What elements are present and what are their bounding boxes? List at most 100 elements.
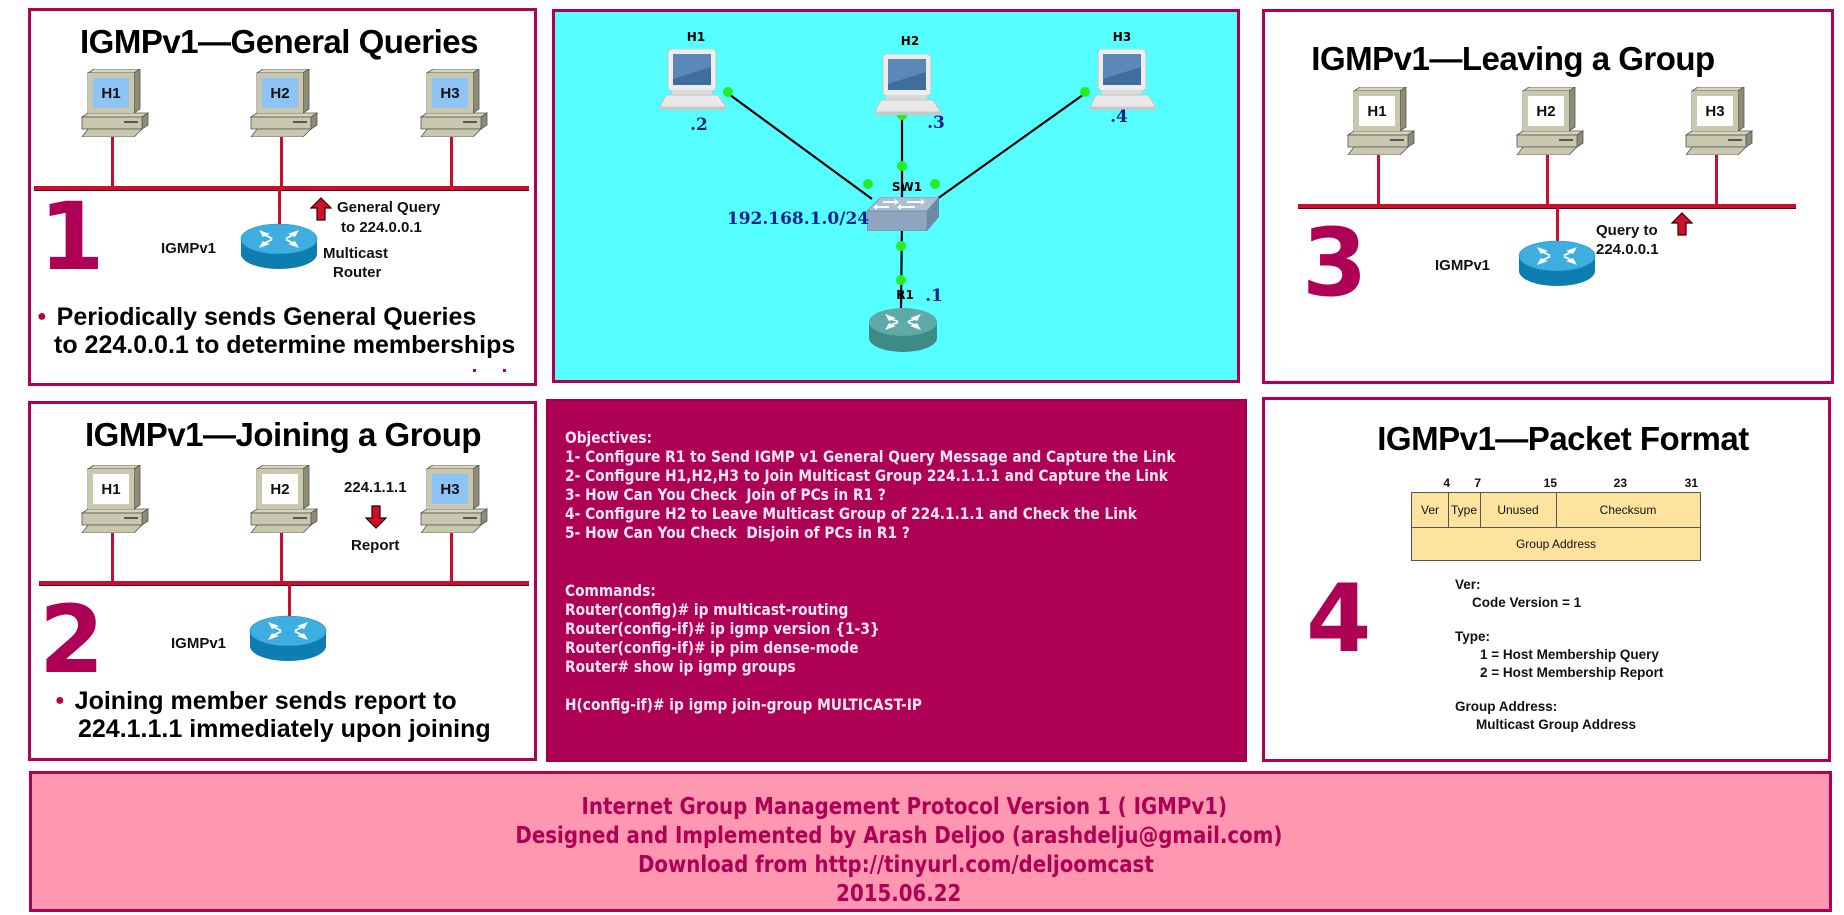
router-icon — [1517, 239, 1597, 289]
lan-bus — [34, 186, 529, 191]
router-icon — [239, 222, 319, 272]
type-description: 2 = Host Membership Report — [1480, 665, 1664, 680]
host-h2: H2 — [249, 465, 319, 533]
clipped-marks — [473, 369, 476, 372]
host-screen-label: H1 — [1354, 91, 1400, 131]
step-number: 3 — [1302, 209, 1368, 318]
report-label: Report — [351, 537, 400, 554]
host-screen-label: H2 — [257, 469, 303, 509]
host-screen-label: H3 — [427, 469, 473, 509]
host-drop-line — [1715, 155, 1718, 205]
objectives-heading: Objectives: — [565, 428, 653, 447]
step-number: 1 — [39, 183, 105, 292]
footer-text: Designed and Implemented by Arash Deljoo… — [515, 823, 1282, 849]
gns-router-icon[interactable] — [868, 306, 938, 354]
host-drop-line — [450, 137, 453, 187]
down-arrow-icon — [365, 505, 387, 529]
port-dot — [863, 179, 873, 189]
row-divider — [1412, 527, 1700, 528]
host-ip-label: .4 — [1110, 107, 1128, 127]
field-unused: Unused — [1497, 503, 1539, 517]
laptop-icon-h3[interactable] — [1090, 49, 1156, 111]
command-item: Router# show ip igmp groups — [565, 657, 796, 676]
host-ip-label: .2 — [690, 115, 708, 135]
router-caption: Router — [333, 264, 382, 281]
router-protocol-label: IGMPv1 — [1435, 257, 1491, 274]
footer-link[interactable]: Download from http://tinyurl.com/deljoom… — [637, 852, 1154, 878]
port-dot — [897, 161, 907, 171]
objective-item: 3- How Can You Check Join of PCs in R1 ? — [565, 485, 886, 504]
command-spacer — [565, 676, 922, 695]
router-drop-line — [1556, 208, 1559, 244]
bullet-dot: ● — [55, 692, 65, 709]
topology-links — [723, 87, 1090, 309]
switch-icon[interactable] — [867, 197, 939, 231]
host-h3: H3 — [1684, 87, 1754, 155]
host-name-label: H3 — [1112, 30, 1132, 44]
command-item: Router(config)# ip multicast-routing — [565, 600, 849, 619]
link-h1-sw1 — [725, 91, 873, 200]
field-checksum: Checksum — [1599, 503, 1657, 517]
bullet-text-continued: 224.1.1.1 immediately upon joining — [78, 715, 491, 743]
packet-header-table: Ver Type Unused Checksum Group Address — [1411, 492, 1701, 561]
subnet-label: 192.168.1.0/24 — [726, 209, 870, 229]
bullet-text: ● Periodically sends General Queries — [37, 303, 476, 332]
clipped-marks — [503, 369, 506, 372]
host-ip-label: .3 — [927, 113, 945, 133]
command-item: Router(config-if)# ip pim dense-mode — [565, 638, 859, 657]
host-h1: H1 — [1346, 87, 1416, 155]
bullet-dot: ● — [37, 308, 47, 325]
lan-bus — [1298, 204, 1796, 209]
up-arrow-icon — [310, 197, 332, 221]
host-h3: H3 — [419, 69, 489, 137]
host-screen-label: H2 — [257, 73, 303, 113]
port-dot — [1080, 87, 1090, 97]
link-sw1-r1 — [899, 217, 904, 309]
field-group-address: Group Address — [1515, 537, 1597, 551]
objective-item: 5- How Can You Check Disjoin of PCs in R… — [565, 523, 910, 542]
footer-author: Designed and Implemented by Arash Deljoo… — [32, 823, 1829, 849]
lan-bus — [39, 581, 529, 586]
panel-title: IGMPv1—General Queries — [79, 23, 479, 60]
bit-number: 4 — [1443, 476, 1450, 490]
laptop-icon-h1[interactable] — [660, 49, 726, 111]
router-drop-line — [288, 585, 291, 617]
host-name-label: H1 — [686, 30, 706, 44]
router-name-label: R1 — [896, 288, 914, 302]
host-h2: H2 — [1515, 87, 1585, 155]
port-dot — [723, 87, 733, 97]
panel-topology: H1 .2 H2 .3 H3 .4 SW1 192.168.1.0/24 R1 … — [552, 9, 1240, 383]
port-dot — [930, 179, 940, 189]
footer-download: Download from http://tinyurl.com/deljoom… — [32, 852, 1829, 878]
panel-packet-format: IGMPv1—Packet Format 4 7 15 23 31 Ver Ty… — [1262, 397, 1831, 762]
host-drop-line — [1377, 155, 1380, 205]
host-screen-label: H2 — [1523, 91, 1569, 131]
panel-objectives: Objectives: 1- Configure R1 to Send IGMP… — [546, 399, 1247, 762]
type-description: 1 = Host Membership Query — [1480, 647, 1659, 662]
panel-joining-group: IGMPv1—Joining a Group H1 H2 H3 224.1.1.… — [28, 401, 537, 761]
footer-date: 2015.06.22 — [32, 881, 1829, 907]
objective-item: 1- Configure R1 to Send IGMP v1 General … — [565, 447, 1176, 466]
host-h3: H3 — [419, 465, 489, 533]
bullet-text-continued: to 224.0.0.1 to determine memberships — [54, 331, 516, 359]
field-divider — [1448, 493, 1449, 527]
panel-title: IGMPv1—Leaving a Group — [1311, 40, 1715, 77]
footer-banner: Internet Group Management Protocol Versi… — [29, 771, 1832, 912]
bit-number: 31 — [1684, 476, 1698, 490]
commands-heading: Commands: — [565, 581, 656, 600]
host-h1: H1 — [80, 69, 150, 137]
host-drop-line — [111, 533, 114, 583]
router-caption: Multicast — [323, 245, 389, 262]
laptop-icon-h2[interactable] — [875, 54, 941, 116]
footer-text: Internet Group Management Protocol Versi… — [581, 794, 1228, 820]
commands-block: Commands: Router(config)# ip multicast-r… — [565, 581, 922, 714]
bit-number: 7 — [1474, 476, 1481, 490]
host-screen-label: H1 — [88, 73, 134, 113]
panel-leaving-group: IGMPv1—Leaving a Group H1 H2 H3 3 IGMPv1… — [1262, 9, 1834, 384]
bullet-line: Periodically sends General Queries — [56, 303, 477, 331]
objectives-block: Objectives: 1- Configure R1 to Send IGMP… — [565, 428, 1175, 542]
ver-description: Code Version = 1 — [1472, 595, 1582, 610]
group-description: Multicast Group Address — [1476, 717, 1637, 732]
panel-title: IGMPv1—Packet Format — [1377, 420, 1749, 457]
host-h1: H1 — [80, 465, 150, 533]
